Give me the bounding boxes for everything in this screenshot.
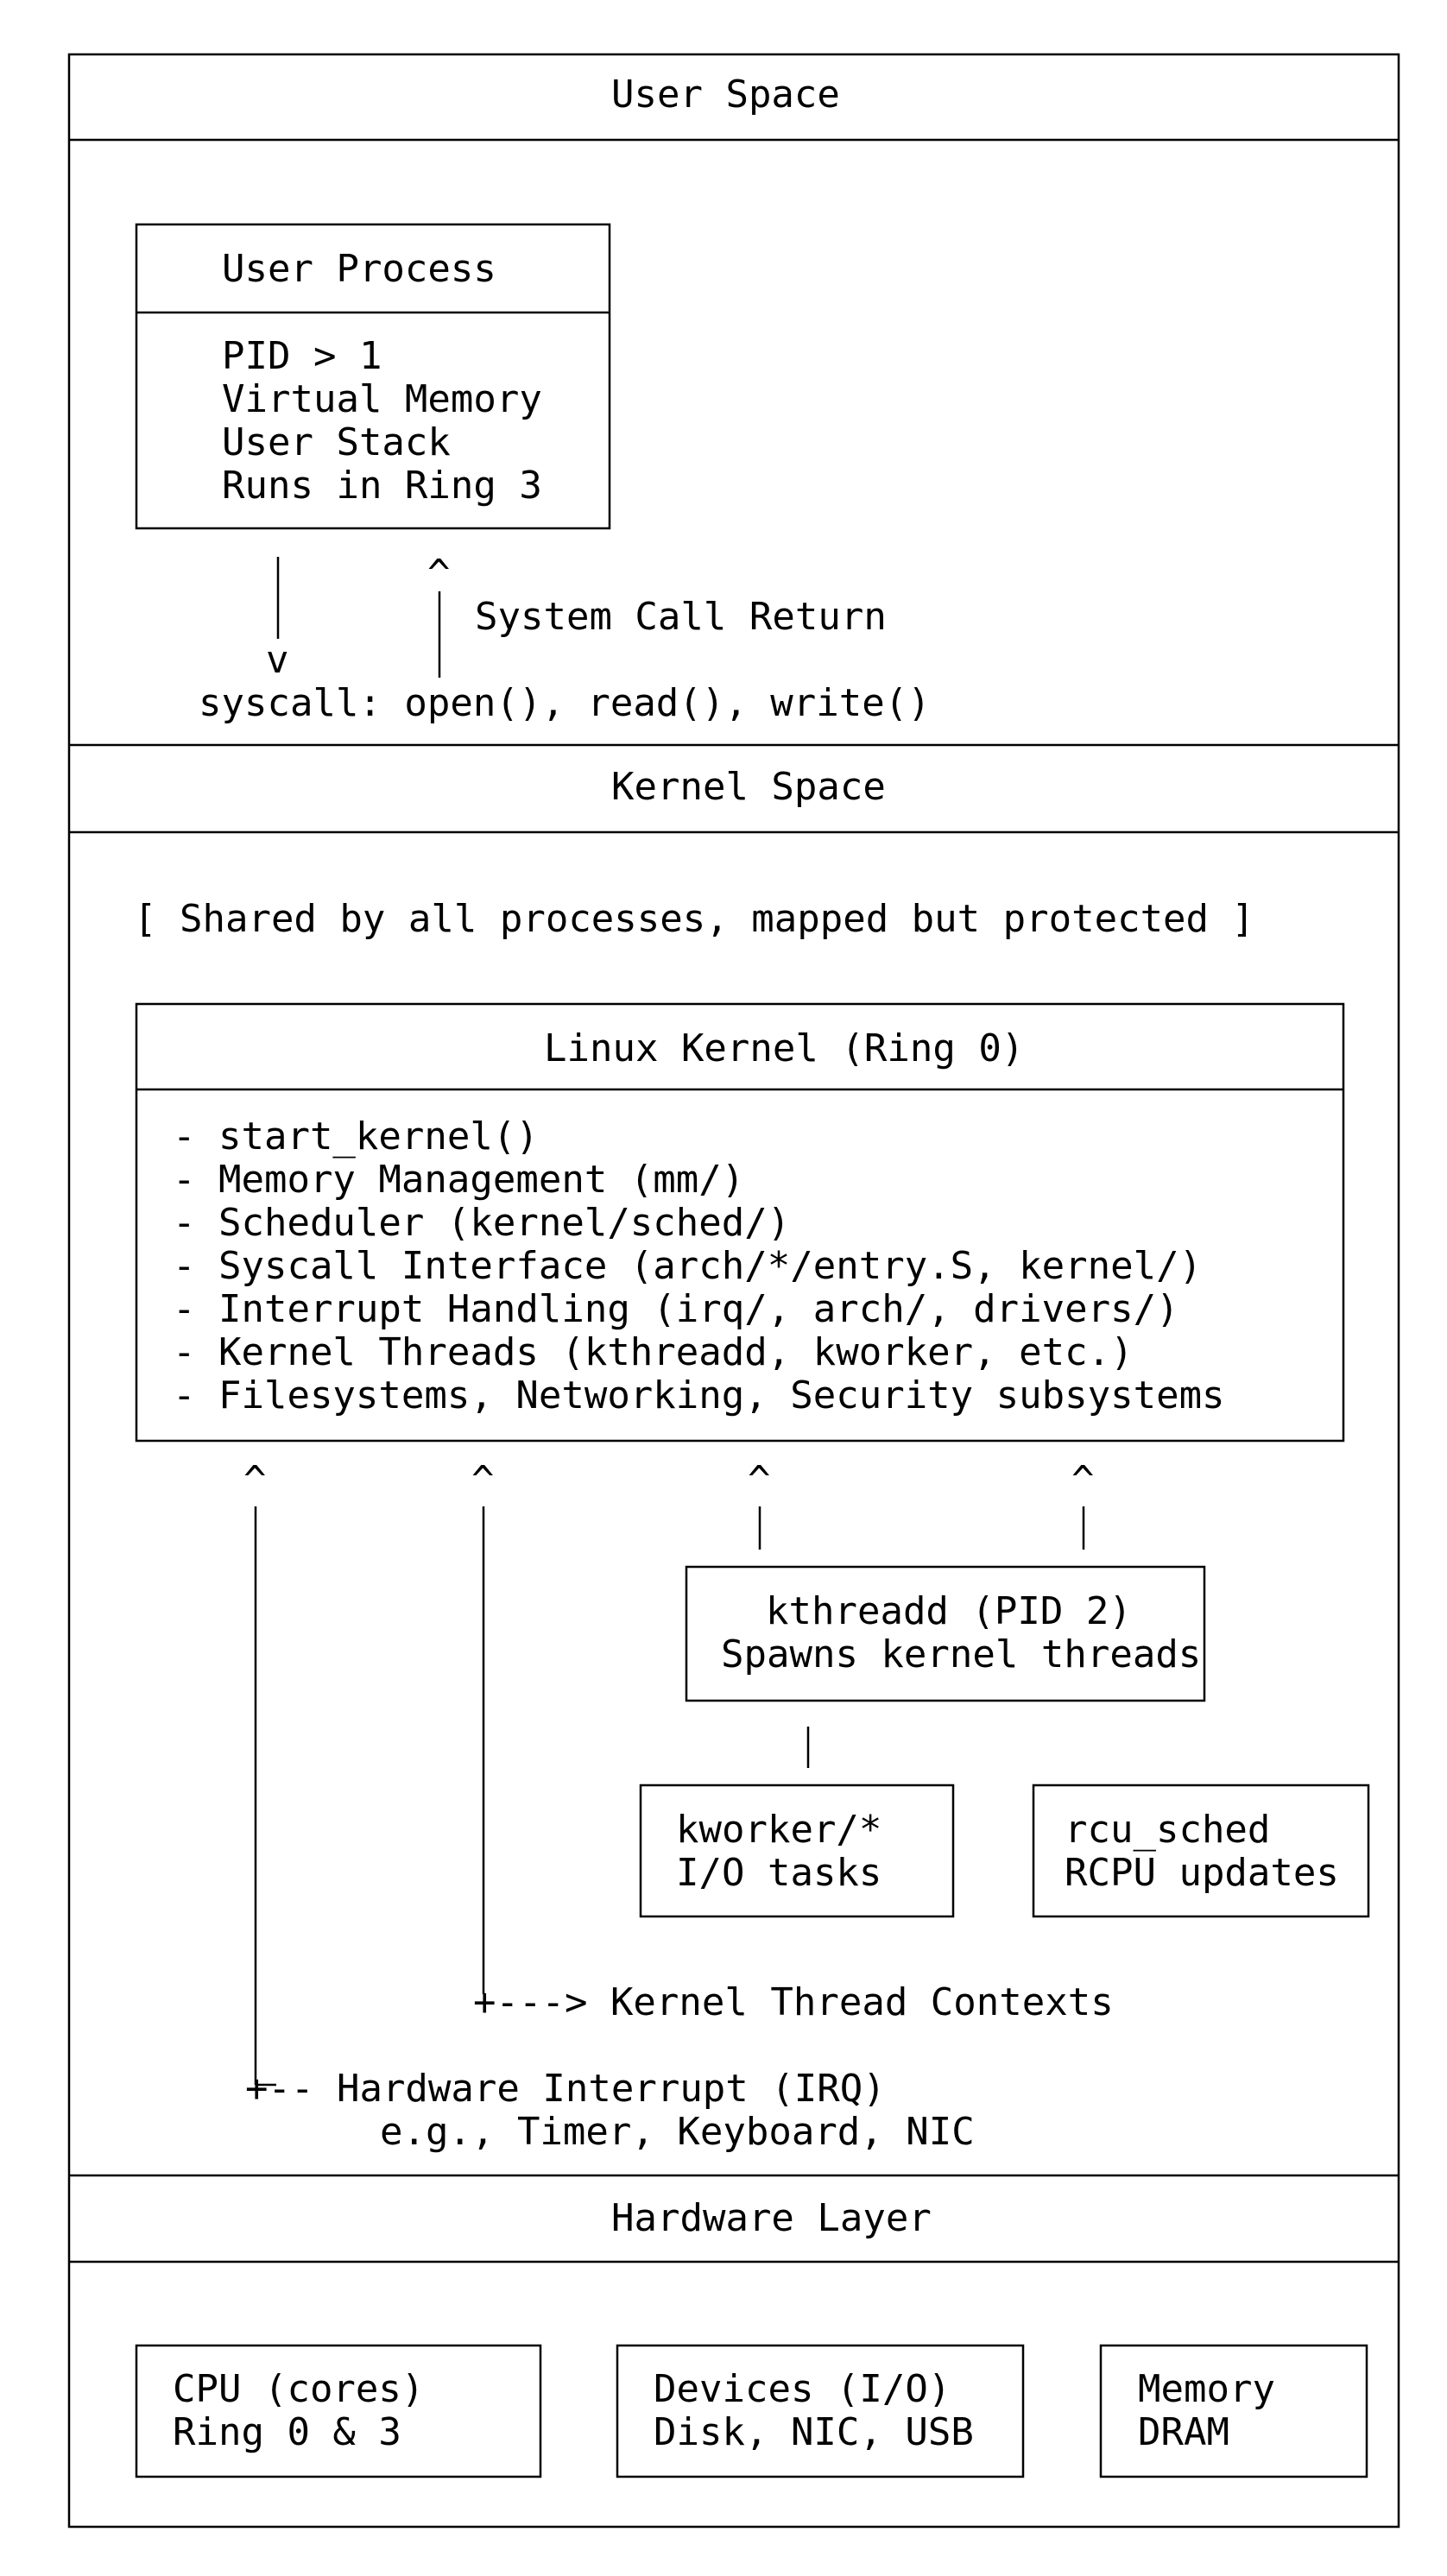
memory-line2: DRAM [1138,2410,1229,2454]
devices-line1: Devices (I/O) [654,2367,951,2411]
user-process-title: User Process [222,247,496,291]
cpu-box [135,2344,542,2478]
kernel-line: - Scheduler (kernel/sched/) [173,1201,791,1245]
kworker-line1: kworker/* [676,1808,882,1852]
kthreadd-line2: Spawns kernel threads [721,1632,1202,1676]
user-process-line: User Stack [222,420,451,464]
kernel-line: - Syscall Interface (arch/*/entry.S, ker… [173,1244,1203,1288]
kworker-box [639,1784,955,1918]
kernel-line: - Interrupt Handling (irq/, arch/, drive… [173,1287,1179,1331]
user-space-header: User Space [611,73,840,117]
outer-frame [67,53,1400,2529]
irq-label: +-- Hardware Interrupt (IRQ) [245,2067,886,2111]
user-process-box [135,223,611,530]
kthreadd-arrowhead-right: ^ [1071,1458,1095,1502]
kernel-title: Linux Kernel (Ring 0) [544,1026,1025,1070]
contexts-arrowhead: ^ [471,1458,495,1502]
kthreadd-line1: kthreadd (PID 2) [766,1589,1132,1633]
rcu-sched-box [1032,1784,1370,1918]
kernel-box [135,1002,1345,1443]
memory-box [1099,2344,1368,2478]
user-process-line: Runs in Ring 3 [222,464,542,508]
devices-box [616,2344,1025,2478]
cpu-line1: CPU (cores) [173,2367,425,2411]
memory-line1: Memory [1138,2367,1275,2411]
user-process-line: PID > 1 [222,334,382,378]
syscall-call-label: syscall: open(), read(), write() [199,681,931,725]
irq-examples: e.g., Timer, Keyboard, NIC [380,2110,975,2154]
kernel-shared-note: [ Shared by all processes, mapped but pr… [134,897,1255,941]
kernel-space-header: Kernel Space [611,765,886,809]
kthreadd-arrowhead-left: ^ [748,1458,771,1502]
hardware-layer-header: Hardware Layer [611,2196,932,2240]
syscall-return-label: System Call Return [475,595,887,639]
kworker-line2: I/O tasks [676,1851,882,1895]
rcu-sched-line2: RCPU updates [1065,1851,1339,1895]
syscall-down-arrowhead: v [266,638,289,682]
irq-arrowhead: ^ [243,1458,267,1502]
kthreadd-box [685,1565,1206,1702]
cpu-line2: Ring 0 & 3 [173,2410,401,2454]
kernel-line: - Memory Management (mm/) [173,1158,745,1202]
kernel-line: - Filesystems, Networking, Security subs… [173,1373,1225,1417]
devices-line2: Disk, NIC, USB [654,2410,974,2454]
rcu-sched-line1: rcu_sched [1065,1808,1271,1852]
kernel-line: - Kernel Threads (kthreadd, kworker, etc… [173,1330,1134,1374]
contexts-label: +---> Kernel Thread Contexts [473,1980,1114,2024]
kernel-line: - start_kernel() [173,1114,539,1159]
syscall-return-arrowhead: ^ [427,552,451,596]
user-process-line: Virtual Memory [222,377,542,421]
